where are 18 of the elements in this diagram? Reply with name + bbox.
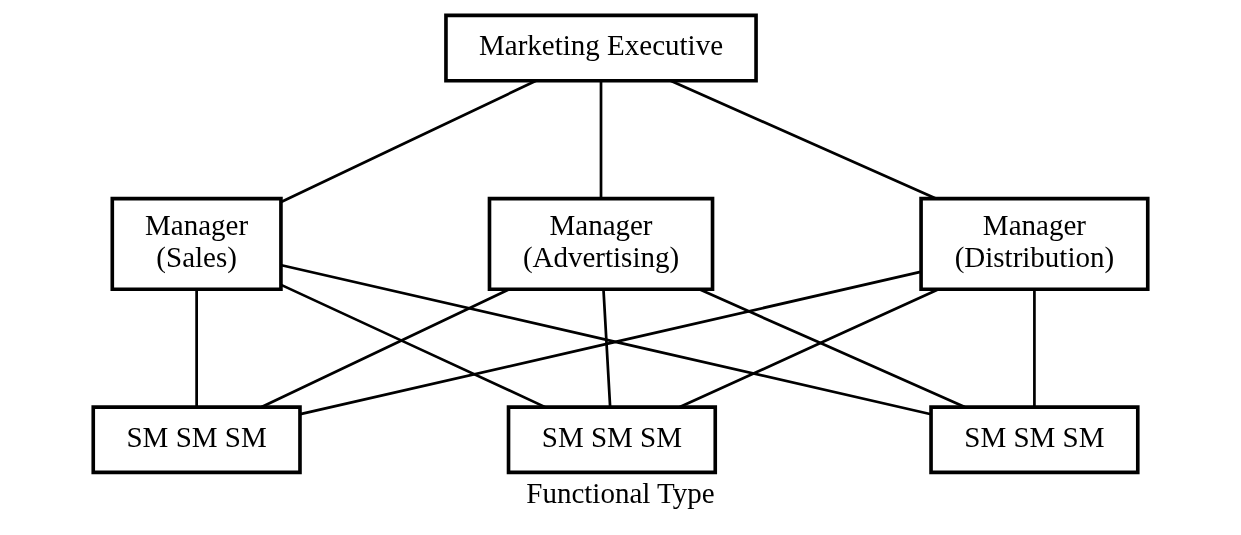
connector	[261, 288, 510, 409]
node-box: Manager (Distribution)	[919, 196, 1150, 292]
node-box: SM SM SM	[506, 405, 718, 475]
connector	[280, 79, 537, 204]
connector	[599, 80, 603, 199]
connector	[602, 289, 612, 408]
connector	[679, 288, 940, 409]
connector	[1033, 289, 1036, 408]
node-box: Manager (Sales)	[110, 196, 283, 292]
node-box: Manager (Advertising)	[487, 196, 715, 292]
node-box: SM SM SM	[929, 405, 1140, 475]
connector	[670, 79, 937, 200]
caption: Functional Type	[526, 476, 715, 509]
node-box: SM SM SM	[91, 405, 302, 475]
connector	[698, 288, 966, 409]
connector	[280, 283, 546, 409]
connector	[195, 289, 198, 408]
node-box: Marketing Executive	[444, 13, 758, 83]
